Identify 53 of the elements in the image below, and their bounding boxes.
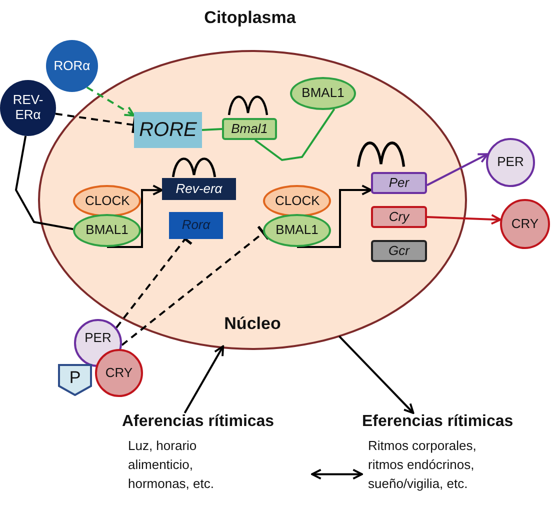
arrow <box>86 86 135 117</box>
protein-ellipse <box>73 185 141 217</box>
protein-label: CRY <box>105 366 133 380</box>
protein-ellipse <box>500 199 550 249</box>
protein-label: PER <box>84 330 112 346</box>
gene-label: Rev-erα <box>176 182 222 196</box>
connector-line <box>14 136 74 230</box>
gene-label: Per <box>388 176 410 190</box>
protein-label: REV-ERα <box>12 93 44 123</box>
protein-ellipse <box>95 349 143 397</box>
gene-box <box>134 112 202 148</box>
phosphate-tag <box>58 364 92 396</box>
gene-box <box>169 212 223 239</box>
description: Luz, horario alimenticio, hormonas, etc. <box>128 437 215 493</box>
arrow <box>184 345 224 414</box>
protein-ellipse <box>486 138 535 187</box>
description: Ritmos corporales, ritmos endócrinos, sueño/vigilia, etc. <box>368 437 478 493</box>
gene-label: Cry <box>388 210 410 224</box>
heading: Aferencias rítimicas <box>122 413 276 431</box>
phosphate-label: P <box>69 368 81 388</box>
connector-line <box>202 128 222 131</box>
inhibition-line <box>121 225 270 346</box>
nucleus-label: Núcleo <box>223 314 282 334</box>
arrow <box>107 184 163 248</box>
title: Citoplasma <box>203 8 297 28</box>
arrow <box>338 336 414 414</box>
protein-ellipse <box>46 40 98 92</box>
heading: Eferencias rítimicas <box>362 413 514 431</box>
protein-label: BMAL1 <box>276 223 318 238</box>
protein-label: RORα <box>54 58 90 74</box>
arrow <box>426 153 488 186</box>
gene-label: Gcr <box>388 244 410 258</box>
protein-ellipse <box>73 214 141 247</box>
double-arrow <box>311 468 363 480</box>
gene-label: Rorα <box>182 218 210 233</box>
protein-label: BMAL1 <box>302 86 344 101</box>
gene-label: RORE <box>139 118 197 142</box>
protein-label: CRY <box>511 216 539 232</box>
arrow <box>297 184 372 248</box>
protein-ellipse <box>0 80 56 136</box>
inhibition-line <box>55 112 136 134</box>
gene-box <box>222 118 277 140</box>
gene-box <box>371 240 427 262</box>
gene-box <box>371 172 427 194</box>
gene-box <box>162 178 236 200</box>
protein-label: CLOCK <box>85 194 129 208</box>
connector-line <box>254 108 336 162</box>
protein-label: PER <box>497 155 524 170</box>
protein-label: BMAL1 <box>86 223 128 238</box>
protein-label: CLOCK <box>275 194 319 208</box>
gene-label: Bmal1 <box>231 122 268 136</box>
arrow <box>426 214 502 225</box>
gene-box <box>371 206 427 228</box>
